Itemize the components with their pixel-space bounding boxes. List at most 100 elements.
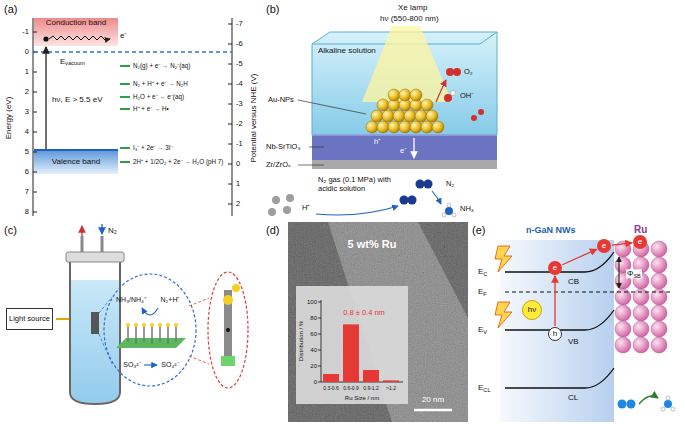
photocell-illustration: [447, 203, 451, 207]
reactor-illustration: [101, 236, 104, 252]
tem-image: [318, 300, 403, 382]
band-diagram: [615, 289, 631, 305]
band-fill: [34, 150, 118, 174]
tick-label: -7: [236, 20, 243, 29]
barrier-label: ΦSB: [626, 269, 642, 278]
reactor-illustration: [166, 323, 170, 327]
level-label: EV: [478, 325, 487, 334]
tick-label: 1: [236, 180, 240, 189]
redox-level: [120, 108, 130, 110]
species-label: SO₃²⁻: [123, 361, 140, 369]
tick-label: -2: [236, 120, 243, 129]
band-fill: [34, 149, 118, 151]
reaction-label: H₂O + e⁻ → e⁻(aq): [133, 93, 184, 100]
vacuum-level: [34, 51, 232, 52]
band-diagram: [633, 305, 649, 321]
tem-image: [343, 324, 359, 382]
conduction-band: Conduction band: [34, 18, 118, 46]
reactor-illustration: [135, 326, 137, 344]
photocell-illustration: [446, 68, 454, 76]
redox-level: [120, 65, 130, 67]
photocell-illustration: [399, 121, 411, 133]
reactor-illustration: [224, 290, 232, 358]
photocell-illustration: [268, 208, 276, 216]
reactor-illustration: [91, 312, 99, 334]
photocell-illustration: [426, 110, 438, 122]
species-label: NH₃/NH₄⁺: [116, 296, 146, 304]
tick-label: 7: [25, 188, 29, 197]
reactor-illustration: [70, 262, 120, 404]
band-diagram: [651, 289, 667, 305]
node-text: e: [602, 242, 606, 251]
reactor-illustration: [104, 274, 196, 386]
reactor-illustration: [81, 236, 84, 252]
part-label: Zr/ZrOₓ: [266, 161, 291, 170]
band-label: CL: [568, 393, 578, 402]
species-label: N₂: [108, 226, 117, 235]
band-diagram: [615, 337, 631, 353]
reactor-illustration: [127, 326, 129, 342]
tick-label: 40: [310, 347, 317, 354]
part-label: Nb-SrTiO₃: [266, 143, 300, 152]
reactor-illustration: [189, 298, 209, 306]
reactor-illustration: [232, 284, 240, 292]
photocell-illustration: [408, 196, 417, 205]
edge-label: hν, E > 5.5 eV: [52, 95, 102, 104]
species-label: NH₃: [460, 205, 474, 214]
band-diagram: [495, 246, 512, 272]
photocell-illustration: [298, 165, 324, 166]
redox-level: [120, 96, 130, 98]
reactor-illustration: [99, 297, 112, 313]
reactor-illustration: [66, 252, 124, 262]
photocell-illustration: [444, 94, 452, 102]
reactor-illustration: [158, 323, 162, 327]
node-text: h: [553, 330, 557, 339]
tick-label: 0: [25, 48, 29, 57]
tick-label: 6: [25, 168, 29, 177]
photocell-illustration: [453, 68, 461, 76]
tick-label: -3: [236, 100, 243, 109]
reaction-label: I₃⁻ + 2e⁻ → 3I⁻: [133, 144, 173, 151]
redox-level: [120, 83, 130, 85]
photocell-illustration: [451, 91, 456, 96]
reactor-illustration: [226, 328, 230, 332]
panel-letter: (e): [472, 224, 485, 237]
band-diagram: [618, 400, 627, 409]
band-diagram: [505, 292, 672, 293]
connector: [562, 249, 596, 264]
tem-image: [323, 324, 399, 382]
carrier-label: e⁻: [400, 147, 407, 156]
energy-axes: [33, 18, 34, 216]
band-label: VB: [568, 337, 579, 346]
subscript: V: [483, 329, 487, 335]
band-diagram: [627, 400, 636, 409]
photocell-illustration: [416, 180, 425, 189]
band-diagram: [651, 321, 667, 337]
tick-label: 60: [310, 331, 317, 338]
reactor-illustration: [143, 326, 145, 342]
redox-level: [120, 147, 130, 149]
light-source-box: Light source: [6, 308, 53, 330]
tick-label: 3: [25, 108, 29, 117]
tem-image: [296, 286, 408, 404]
photocell-illustration: [410, 121, 422, 133]
band-diagram: [619, 257, 620, 288]
tick-label: 5: [25, 148, 29, 157]
band-diagram: [651, 273, 667, 289]
reactor-illustration: [151, 326, 153, 344]
tem-image: [318, 302, 321, 382]
tem-image: [288, 222, 468, 422]
photocell-illustration: [421, 121, 433, 133]
material-label: n-GaN NWs: [526, 225, 576, 235]
axis-title: Distribution / %: [298, 321, 305, 361]
tick-label: 2: [236, 200, 240, 209]
photocell-illustration: [478, 109, 484, 115]
photocell-illustration: [298, 100, 366, 114]
band-diagram: [664, 400, 672, 408]
tem-image: [383, 380, 399, 382]
subscript: vacuum: [65, 60, 85, 66]
electron-path: [43, 36, 110, 42]
tem-image: [321, 300, 322, 382]
